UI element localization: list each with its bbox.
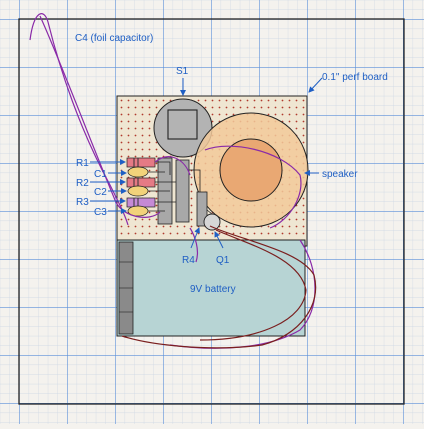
speaker — [193, 112, 309, 228]
purple-wires — [29, 13, 316, 349]
outer-frame — [18, 18, 405, 405]
brown-wires — [121, 225, 317, 349]
label-battery: 9V battery — [190, 284, 236, 295]
label-q1: Q1 — [216, 255, 230, 266]
label-s1: S1 — [176, 66, 189, 77]
battery — [116, 239, 306, 337]
capacitor-c1 — [127, 166, 149, 178]
resistor-r1 — [126, 157, 156, 168]
label-perf-board: 0.1" perf board — [322, 72, 388, 83]
internal-wires — [148, 161, 213, 215]
label-r3: R3 — [76, 197, 89, 208]
resistor-r3 — [126, 197, 156, 208]
label-speaker: speaker — [322, 169, 358, 180]
label-r2: R2 — [76, 178, 89, 189]
label-c4: C4 (foil capacitor) — [75, 33, 153, 44]
label-pointers — [90, 77, 323, 249]
resistor-r4-body — [196, 191, 208, 227]
label-r1: R1 — [76, 158, 89, 169]
label-c3: C3 — [94, 207, 107, 218]
label-r4: R4 — [182, 255, 195, 266]
label-c1: C1 — [94, 169, 107, 180]
resistor-r2 — [126, 177, 156, 188]
ic-chip-right — [175, 159, 190, 223]
transistor-q1 — [203, 213, 221, 231]
capacitor-c2 — [127, 185, 149, 197]
label-c2: C2 — [94, 187, 107, 198]
